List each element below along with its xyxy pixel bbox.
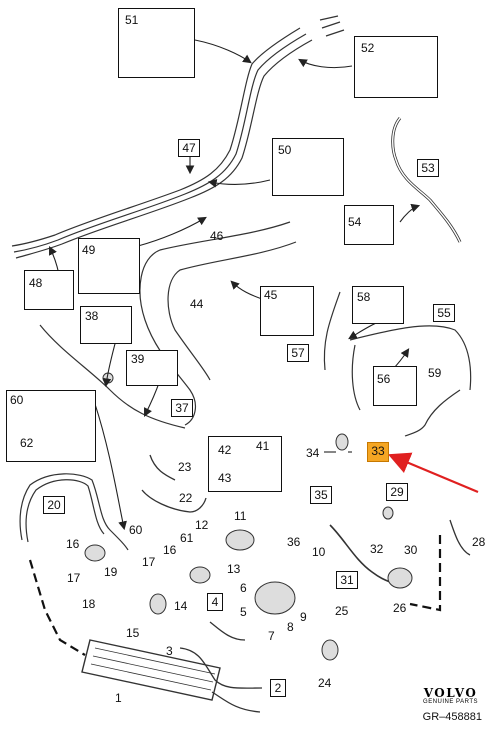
label-32: 32 <box>370 542 384 556</box>
inset-48 <box>24 270 74 310</box>
label-14: 14 <box>174 599 188 613</box>
label-12: 12 <box>195 518 209 532</box>
label-7: 7 <box>268 629 275 643</box>
label-43: 43 <box>218 471 232 485</box>
label-22: 22 <box>179 491 193 505</box>
tag-37[interactable]: 37 <box>171 399 193 417</box>
label-16-left: 16 <box>66 537 80 551</box>
label-60-top: 60 <box>10 393 24 407</box>
tag-55[interactable]: 55 <box>433 304 455 322</box>
small-parts <box>84 372 413 661</box>
label-9: 9 <box>300 610 307 624</box>
label-28: 28 <box>472 535 486 549</box>
inset-49 <box>78 238 140 294</box>
inset-60 <box>6 390 96 462</box>
label-50: 50 <box>278 143 292 157</box>
label-45: 45 <box>264 288 278 302</box>
tag-33-highlighted[interactable]: 33 <box>367 442 389 462</box>
inset-39 <box>126 350 178 386</box>
pipe-31 <box>329 524 391 583</box>
tag-57[interactable]: 57 <box>287 344 309 362</box>
label-5: 5 <box>240 605 247 619</box>
red-pointer-arrow <box>387 452 479 494</box>
label-51: 51 <box>125 13 139 27</box>
label-13: 13 <box>227 562 241 576</box>
label-34: 34 <box>306 446 320 460</box>
volvo-logo: VOLVO GENUINE PARTS <box>423 686 478 705</box>
tag-31[interactable]: 31 <box>336 571 358 589</box>
label-36: 36 <box>287 535 301 549</box>
inset-42-43 <box>208 436 282 492</box>
tag-4[interactable]: 4 <box>207 593 223 611</box>
label-17-mid: 17 <box>142 555 156 569</box>
radiator-1 <box>81 639 221 701</box>
label-44: 44 <box>190 297 204 311</box>
label-15: 15 <box>126 626 140 640</box>
pipes-2-3 <box>179 621 263 713</box>
label-8: 8 <box>287 620 294 634</box>
label-30: 30 <box>404 543 418 557</box>
label-38: 38 <box>85 309 99 323</box>
hose-22 <box>141 489 207 513</box>
label-49: 49 <box>82 243 96 257</box>
label-54: 54 <box>348 215 362 229</box>
label-24: 24 <box>318 676 332 690</box>
hose-44-46 <box>39 221 297 429</box>
pipe-28 <box>449 519 471 556</box>
inset-38 <box>80 306 132 344</box>
label-6: 6 <box>240 581 247 595</box>
hose-53 <box>391 117 462 243</box>
diagram-code: GR–458881 <box>422 711 482 723</box>
label-23: 23 <box>178 460 192 474</box>
label-19: 19 <box>104 565 118 579</box>
label-62: 62 <box>20 436 34 450</box>
hose-20 <box>19 473 129 551</box>
inset-50 <box>272 138 344 196</box>
label-16-mid: 16 <box>163 543 177 557</box>
label-60-mid: 60 <box>129 523 143 537</box>
tag-20[interactable]: 20 <box>43 496 65 514</box>
tag-47[interactable]: 47 <box>178 139 200 157</box>
label-26: 26 <box>393 601 407 615</box>
inset-52 <box>354 36 438 98</box>
inset-58 <box>352 286 404 324</box>
label-41: 41 <box>256 439 270 453</box>
label-48: 48 <box>29 276 43 290</box>
hose-dashed-left <box>28 559 86 656</box>
label-18: 18 <box>82 597 96 611</box>
inset-56 <box>373 366 417 406</box>
label-42: 42 <box>218 443 232 457</box>
tag-29[interactable]: 29 <box>386 483 408 501</box>
inset-45 <box>260 286 314 336</box>
hose-23 <box>149 454 176 481</box>
label-1: 1 <box>115 691 122 705</box>
label-11: 11 <box>234 509 247 523</box>
label-59: 59 <box>428 366 442 380</box>
tag-35[interactable]: 35 <box>310 486 332 504</box>
label-46: 46 <box>210 229 224 243</box>
hose-55-57 <box>323 291 472 437</box>
label-56: 56 <box>377 372 391 386</box>
label-39: 39 <box>131 352 145 366</box>
label-52: 52 <box>361 41 375 55</box>
label-3: 3 <box>166 644 173 658</box>
tag-53[interactable]: 53 <box>417 159 439 177</box>
label-17-left: 17 <box>67 571 81 585</box>
tag-2[interactable]: 2 <box>270 679 286 697</box>
label-10: 10 <box>312 545 326 559</box>
label-61: 61 <box>180 531 194 545</box>
label-25: 25 <box>335 604 349 618</box>
label-58: 58 <box>357 290 371 304</box>
inset-54 <box>344 205 394 245</box>
hose-dashed-right <box>409 535 442 612</box>
inset-51 <box>118 8 195 78</box>
